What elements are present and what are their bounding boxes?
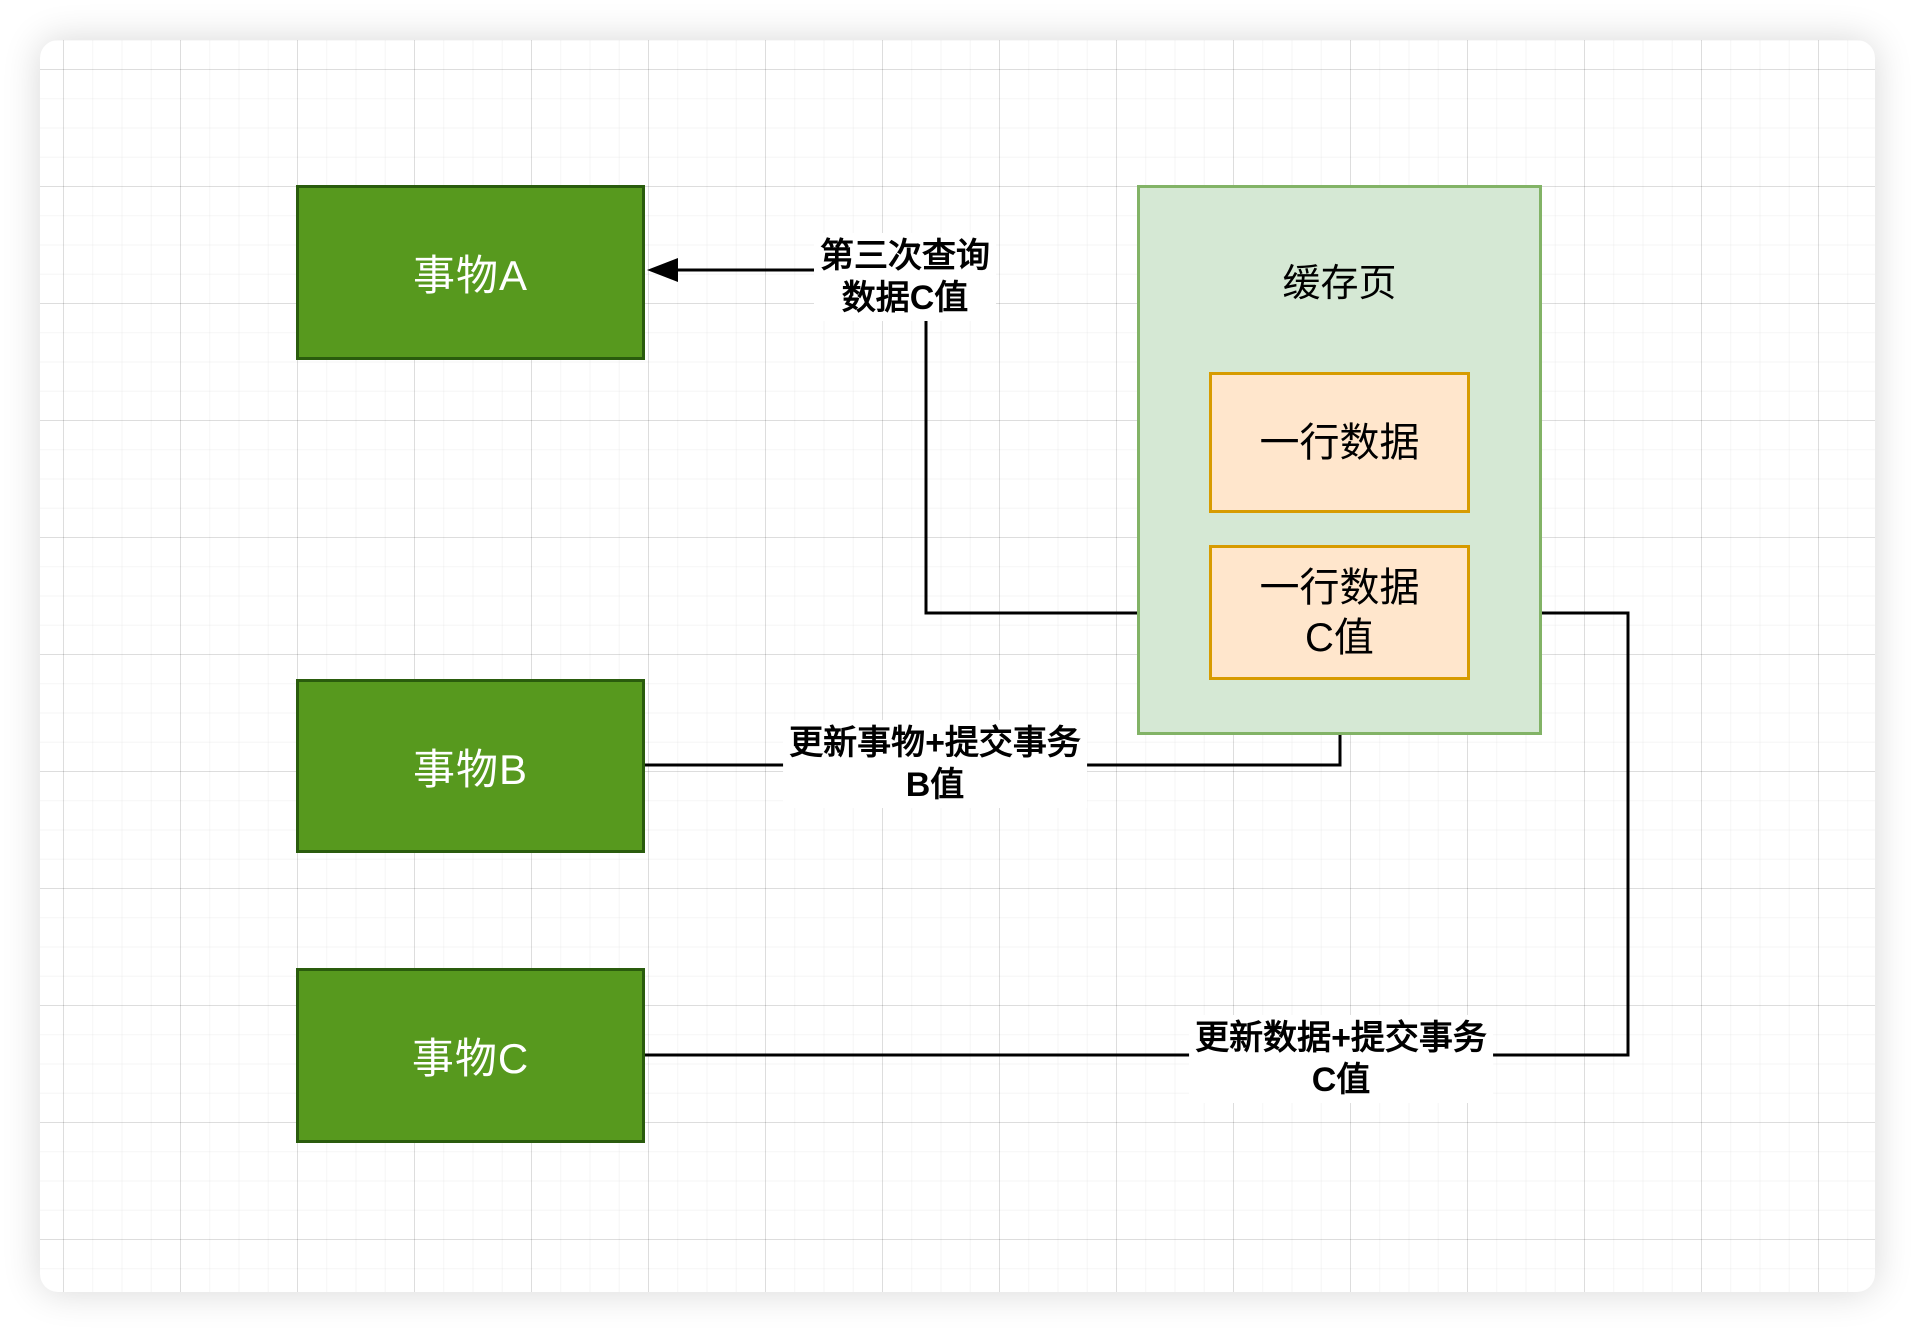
edge-label-update-b-line1: 更新事物+提交事务 — [789, 724, 1081, 762]
cache-row-data-c[interactable]: 一行数据 C值 — [1209, 545, 1470, 680]
edge-label-query-line2: 数据C值 — [841, 279, 969, 317]
edge-label-update-c[interactable]: 更新数据+提交事务 C值 — [1189, 1015, 1493, 1103]
cache-row-data-c-line1: 一行数据 — [1259, 565, 1420, 610]
edge-update-c[interactable] — [645, 611, 1630, 1057]
node-transaction-a-label: 事物A — [412, 252, 528, 299]
arrowhead-into-transaction-a — [647, 258, 678, 282]
cache-row-data[interactable]: 一行数据 — [1209, 372, 1470, 513]
edge-label-query[interactable]: 第三次查询 数据C值 — [814, 233, 996, 321]
node-transaction-c[interactable]: 事物C — [296, 968, 645, 1143]
cache-row-data-label: 一行数据 — [1259, 420, 1420, 465]
node-transaction-a[interactable]: 事物A — [296, 185, 645, 360]
cache-page-title: 缓存页 — [1282, 263, 1397, 305]
edge-query-c-to-a[interactable] — [675, 268, 1209, 615]
edge-label-update-b-line2: B值 — [905, 766, 965, 804]
node-transaction-b[interactable]: 事物B — [296, 679, 645, 853]
cache-row-data-c-line2: C值 — [1305, 615, 1374, 660]
edge-label-update-c-line2: C值 — [1311, 1061, 1371, 1099]
edge-label-update-c-line1: 更新数据+提交事务 — [1195, 1019, 1487, 1057]
edge-label-update-b[interactable]: 更新事物+提交事务 B值 — [783, 720, 1087, 808]
edge-label-query-line1: 第三次查询 — [820, 237, 990, 275]
node-transaction-b-label: 事物B — [412, 745, 528, 793]
node-transaction-c-label: 事物C — [411, 1035, 530, 1082]
